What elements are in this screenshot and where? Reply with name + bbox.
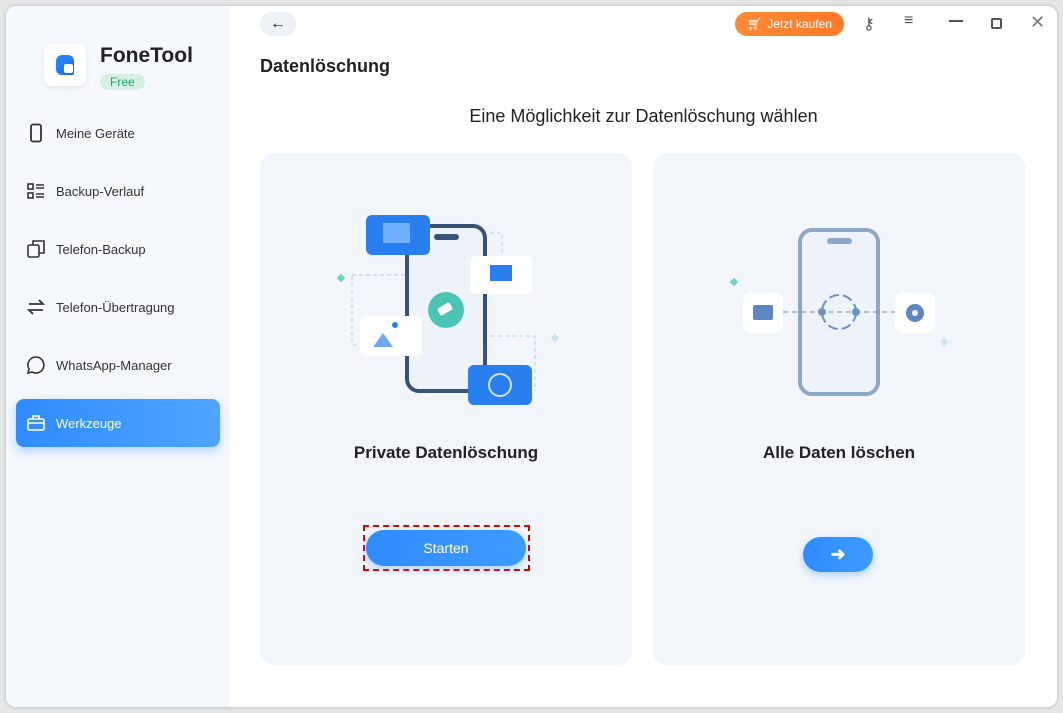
buy-now-button[interactable]: 🛒︎ Jetzt kaufen: [735, 12, 844, 36]
private-erase-illustration: [336, 215, 560, 405]
arrow-left-icon: ←: [270, 15, 286, 32]
arrow-right-icon: ➜: [830, 544, 846, 564]
sidebar-item-label: Werkzeuge: [56, 415, 122, 431]
transfer-icon: [26, 299, 46, 315]
sidebar-item-label: WhatsApp-Manager: [56, 357, 172, 373]
maximize-icon[interactable]: [991, 18, 1002, 29]
highlight-box: [363, 525, 530, 571]
sidebar-item-label: Backup-Verlauf: [56, 183, 145, 199]
page-subtitle: Eine Möglichkeit zur Datenlöschung wähle…: [469, 106, 818, 126]
edition-badge: Free: [100, 74, 145, 90]
sidebar-item-label: Telefon-Backup: [56, 241, 146, 257]
private-erase-card[interactable]: Private Datenlöschung Starten: [260, 153, 632, 665]
sidebar-item-telefon-uebertragung[interactable]: Telefon-Übertragung: [16, 283, 220, 331]
app-name: FoneTool: [100, 44, 193, 67]
erase-all-illustration: [729, 228, 949, 396]
sidebar-item-telefon-backup[interactable]: Telefon-Backup: [16, 225, 220, 273]
back-button[interactable]: ←: [260, 12, 296, 36]
app-window: FoneTool Free Meine Geräte Backup-Verlau…: [6, 6, 1057, 707]
key-icon[interactable]: ⚷: [863, 16, 875, 33]
erase-all-card[interactable]: Alle Daten löschen ➜: [653, 153, 1025, 665]
cart-icon: 🛒︎: [747, 17, 763, 31]
start-button[interactable]: Starten: [366, 530, 526, 566]
list-icon: [27, 183, 44, 199]
private-erase-title: Private Datenlöschung: [353, 443, 539, 462]
toolbox-icon: [27, 415, 45, 431]
chat-icon: [26, 356, 45, 375]
buy-now-label: Jetzt kaufen: [767, 17, 832, 31]
next-button[interactable]: ➜: [803, 537, 873, 572]
page-title: Datenlöschung: [260, 56, 391, 76]
sidebar: FoneTool Free Meine Geräte Backup-Verlau…: [6, 6, 230, 707]
phone-icon: [30, 123, 42, 143]
sidebar-item-label: Meine Geräte: [56, 125, 135, 141]
erase-all-title: Alle Daten löschen: [762, 443, 916, 462]
sidebar-item-meine-geraete[interactable]: Meine Geräte: [16, 109, 220, 157]
minimize-icon[interactable]: [949, 20, 963, 22]
sidebar-item-werkzeuge[interactable]: Werkzeuge: [16, 399, 220, 447]
sidebar-item-label: Telefon-Übertragung: [56, 299, 175, 315]
sidebar-item-backup-verlauf[interactable]: Backup-Verlauf: [16, 167, 220, 215]
menu-icon[interactable]: ≡: [904, 12, 914, 29]
sidebar-item-whatsapp-manager[interactable]: WhatsApp-Manager: [16, 341, 220, 389]
close-icon[interactable]: ✕: [1030, 12, 1046, 32]
copy-icon: [27, 240, 45, 258]
fonetool-logo: [44, 44, 86, 86]
